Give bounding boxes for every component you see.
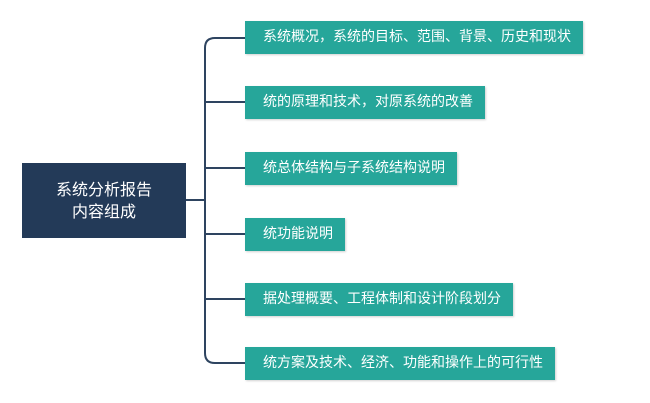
root-title-line2: 内容组成 bbox=[71, 201, 136, 221]
root-title-line1: 系统分析报告 bbox=[55, 179, 152, 199]
branch-node-1: 系统概况，系统的目标、范围、背景、历史和现状 bbox=[245, 21, 583, 54]
branch-node-4: 统功能说明 bbox=[245, 218, 345, 251]
branch-node-5: 据处理概要、工程体制和设计阶段划分 bbox=[245, 283, 513, 316]
root-node: 系统分析报告 内容组成 bbox=[22, 163, 186, 238]
branch-node-6: 统方案及技术、经济、功能和操作上的可行性 bbox=[245, 347, 555, 380]
branch-node-2: 统的原理和技术，对原系统的改善 bbox=[245, 86, 485, 119]
branch-node-3: 统总体结构与子系统结构说明 bbox=[245, 152, 457, 185]
